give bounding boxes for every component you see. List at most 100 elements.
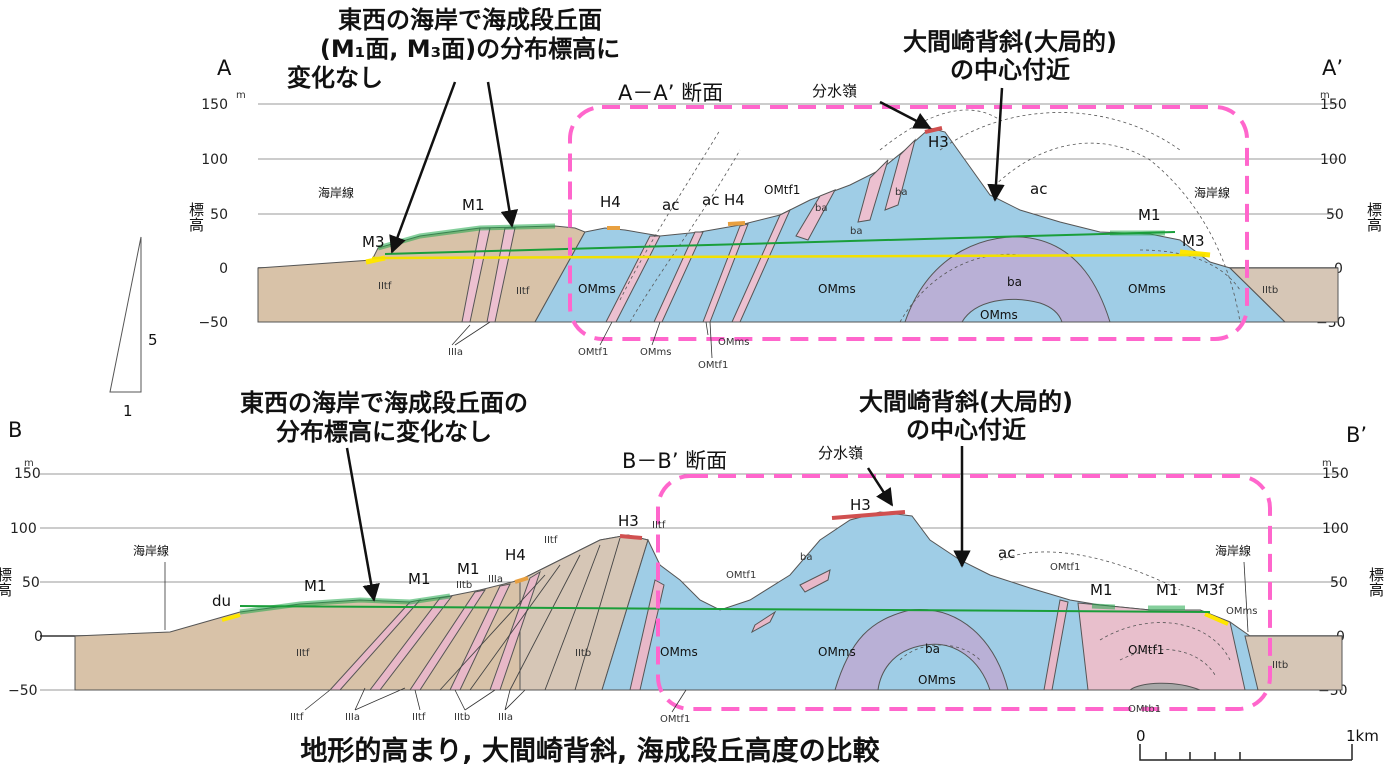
section-a-h4-cap-b [727, 221, 746, 226]
section-b-h3-right-cap [831, 510, 906, 520]
svg-text:1: 1 [123, 402, 133, 420]
section-b: m 150 100 50 0 −50 標高 m 150 100 50 0 −50… [0, 388, 1385, 725]
svg-text:−50: −50 [198, 315, 228, 331]
svg-text:OMtf1: OMtf1 [726, 570, 756, 581]
section-a-right-callout-2: の中心付近 [950, 56, 1070, 84]
svg-text:IItf: IItf [544, 535, 558, 546]
svg-text:M1: M1 [1156, 581, 1179, 599]
section-a-bedding-dashes [619, 109, 1241, 323]
section-b-leader-lines [304, 687, 687, 713]
svg-text:50: 50 [210, 207, 228, 223]
svg-text:M3: M3 [362, 233, 385, 251]
svg-text:OMtf1: OMtf1 [1128, 643, 1164, 657]
svg-text:IItf: IItf [412, 712, 426, 723]
svg-text:ac: ac [702, 191, 719, 209]
svg-text:IItf: IItf [290, 712, 304, 723]
section-a-unit-labels: M3 M1 H4 ac ac H4 OMtf1 H3 ba ba ba ba a… [362, 133, 1278, 371]
svg-text:OMms: OMms [718, 337, 749, 348]
section-b-right-callout-2: の中心付近 [906, 416, 1026, 444]
svg-text:0: 0 [34, 629, 43, 645]
svg-text:ba: ba [850, 226, 862, 237]
section-b-coast-right: 海岸線 [1215, 543, 1251, 558]
section-b-dipping-beds [328, 569, 1069, 691]
svg-text:IIIa: IIIa [498, 712, 513, 723]
svg-text:IItb: IItb [454, 712, 470, 723]
svg-text:IItb: IItb [456, 580, 472, 591]
svg-text:H4: H4 [505, 546, 526, 564]
svg-text:ac: ac [1030, 180, 1047, 198]
section-b-iltb-right-unit [1244, 635, 1343, 691]
svg-text:OMtf1: OMtf1 [1050, 562, 1080, 573]
section-a-title: A－A’ 断面 [618, 81, 723, 105]
svg-text:−50: −50 [8, 683, 38, 699]
svg-text:OMms: OMms [660, 645, 698, 659]
section-a: m 150 100 50 0 −50 標高 m 150 100 50 0 −50… [187, 6, 1383, 371]
section-a-right-letter: A’ [1322, 56, 1343, 80]
svg-text:50: 50 [1330, 575, 1348, 591]
svg-text:100: 100 [201, 152, 228, 168]
svg-text:M1: M1 [304, 577, 327, 595]
svg-text:50: 50 [22, 575, 40, 591]
svg-text:OMms: OMms [1226, 606, 1257, 617]
section-b-left-axis: m 150 100 50 0 −50 標高 [0, 458, 43, 699]
section-a-ylabel-left: 標高 [187, 202, 205, 232]
section-b-right-callout-1: 大間崎背斜(大局的) [859, 388, 1073, 416]
svg-text:m: m [24, 458, 34, 469]
section-b-bedding-dashes [899, 551, 1231, 676]
svg-text:ba: ba [925, 642, 940, 656]
svg-text:IItb: IItb [1272, 660, 1288, 671]
svg-text:du: du [212, 592, 231, 610]
svg-text:OMtf1: OMtf1 [578, 347, 608, 358]
svg-text:H3: H3 [618, 512, 639, 530]
svg-text:IIIa: IIIa [345, 712, 360, 723]
section-a-right-callout-1: 大間崎背斜(大局的) [903, 28, 1117, 56]
svg-text:1km: 1km [1346, 727, 1379, 745]
section-b-m1-right-terrace [1091, 603, 1185, 611]
section-b-m3f-patch [1204, 612, 1229, 626]
section-b-h3-left-cap [619, 534, 643, 540]
svg-text:150: 150 [201, 97, 228, 113]
section-a-coast-left: 海岸線 [318, 185, 354, 200]
svg-text:IItf: IItf [516, 286, 530, 297]
section-a-iltf-unit [257, 225, 586, 323]
svg-text:OMms: OMms [918, 673, 956, 687]
section-b-left-callout-1: 東西の海岸で海成段丘面の [240, 389, 528, 417]
section-a-coast-right: 海岸線 [1194, 185, 1230, 200]
section-b-ylabel-left: 標高 [0, 567, 13, 597]
section-a-divide-label: 分水嶺 [812, 82, 857, 100]
section-b-ylabel-right: 標高 [1367, 567, 1385, 597]
svg-text:m: m [1320, 90, 1330, 101]
svg-text:ac: ac [662, 196, 679, 214]
svg-text:5: 5 [148, 331, 158, 349]
section-a-left-callout-3: 変化なし [287, 64, 383, 92]
section-a-ylabel-right: 標高 [1365, 202, 1383, 232]
svg-text:150: 150 [1322, 466, 1349, 482]
section-b-right-letter: B’ [1346, 423, 1367, 447]
section-b-divide-label: 分水嶺 [818, 444, 863, 462]
svg-text:OMms: OMms [578, 282, 616, 296]
svg-text:IItf: IItf [378, 281, 392, 292]
scale-bar: 0 1km [1136, 727, 1379, 761]
section-b-green-reference-line [239, 605, 1211, 613]
svg-text:OMms: OMms [1128, 282, 1166, 296]
svg-text:H3: H3 [928, 133, 949, 151]
svg-text:0: 0 [219, 261, 228, 277]
section-b-highlight-box [656, 474, 1272, 711]
section-b-left-letter: B [8, 418, 22, 442]
svg-text:OMms: OMms [640, 347, 671, 358]
svg-text:150: 150 [14, 466, 41, 482]
svg-text:M3f: M3f [1196, 581, 1224, 599]
section-a-ba-core [904, 236, 1111, 323]
section-a-left-letter: A [217, 56, 232, 80]
svg-text:ba: ba [815, 203, 827, 214]
svg-text:OMms: OMms [980, 308, 1018, 322]
svg-text:ac: ac [998, 544, 1015, 562]
svg-text:100: 100 [10, 521, 37, 537]
section-a-arrows [389, 81, 1005, 254]
svg-text:50: 50 [1326, 207, 1344, 223]
vertical-ratio-triangle: 5 1 [109, 236, 158, 420]
svg-text:m: m [1322, 458, 1332, 469]
section-a-omms-core [961, 298, 1063, 323]
svg-text:IIIa: IIIa [488, 574, 503, 585]
